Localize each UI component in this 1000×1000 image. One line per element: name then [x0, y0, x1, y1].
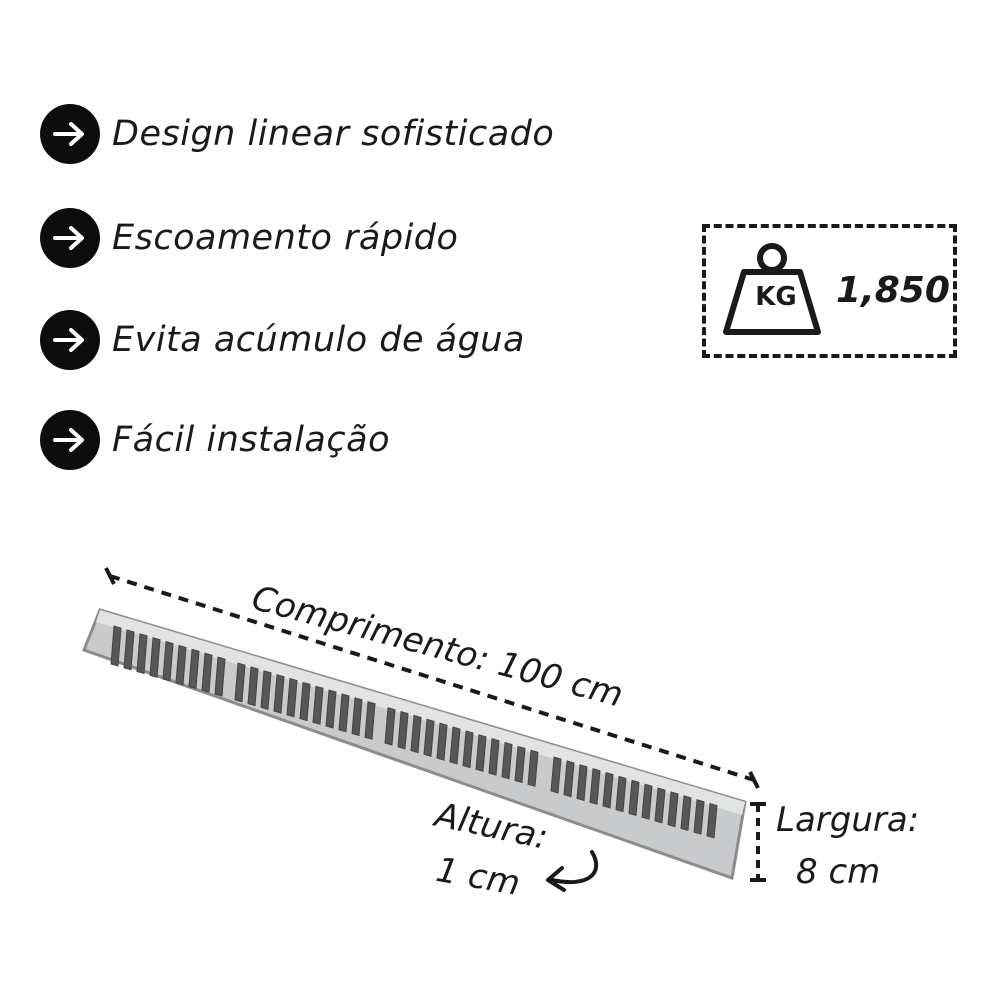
grate-slot [273, 674, 285, 714]
grate-slot [299, 681, 311, 722]
weight-box [702, 224, 957, 358]
grate-slot [247, 666, 259, 707]
grate-slot [136, 633, 148, 675]
grate-slot [423, 718, 435, 757]
arrow-right-icon [40, 208, 100, 268]
grate-slot [449, 726, 461, 765]
weight-unit-label: KG [755, 282, 797, 312]
grate-slot [338, 693, 350, 733]
feature-item: Evita acúmulo de água [40, 310, 525, 370]
feature-label: Fácil instalação [112, 420, 390, 460]
grate-slot [589, 768, 601, 805]
grate-slot [488, 738, 500, 776]
arrow-right-icon [40, 310, 100, 370]
grate-slot [576, 764, 588, 802]
grate-slot [667, 791, 679, 828]
feature-item: Fácil instalação [40, 410, 390, 470]
grate-slot [149, 637, 161, 678]
drain-grate-icon [82, 608, 747, 881]
curved-arrow-icon [546, 850, 599, 892]
weight-icon [723, 243, 821, 335]
grate-slot [384, 707, 396, 746]
grate-slot [514, 745, 526, 784]
grate-slot [693, 799, 705, 835]
grate-slot [286, 677, 298, 718]
grate-slot [234, 662, 246, 703]
grate-slot [410, 714, 422, 754]
grate-slot [563, 760, 575, 798]
grate-slot [175, 644, 187, 686]
grate-slot [628, 779, 640, 817]
grate-slot [123, 629, 135, 671]
grate-slot [602, 771, 614, 809]
grate-slot [615, 775, 627, 813]
grate-slot [188, 648, 200, 690]
arrow-right-icon [40, 410, 100, 470]
grate-slot [260, 670, 272, 710]
width-label: Largura: [776, 800, 920, 840]
grate-slot [312, 685, 324, 725]
grate-slot [475, 734, 487, 772]
grate-slot [214, 656, 226, 697]
grate-slot [162, 640, 174, 682]
weight-value: 1,850 [836, 270, 950, 311]
length-dimension-line [104, 567, 760, 789]
grate-slot [364, 701, 376, 740]
width-value: 8 cm [796, 852, 881, 892]
grate-slot [550, 756, 562, 794]
feature-item: Design linear sofisticado [40, 104, 554, 164]
grate-slot [501, 741, 513, 780]
grate-slot [462, 730, 474, 769]
grate-slot [641, 783, 653, 820]
feature-label: Design linear sofisticado [112, 114, 555, 154]
arrow-right-icon [40, 104, 100, 164]
grate-slot [201, 652, 213, 693]
grate-slot [351, 697, 363, 737]
grate-slot [325, 689, 337, 729]
feature-item: Escoamento rápido [40, 208, 458, 268]
feature-label: Escoamento rápido [112, 218, 459, 258]
grate-slot [397, 710, 409, 750]
grate-slot [110, 625, 122, 667]
grate-slot [706, 802, 718, 839]
feature-label: Evita acúmulo de água [112, 320, 525, 360]
width-dimension-line [750, 802, 766, 882]
grate-slot [527, 749, 539, 787]
grate-slot [654, 787, 666, 824]
grate-slot [680, 795, 692, 832]
grate-slot [436, 722, 448, 761]
